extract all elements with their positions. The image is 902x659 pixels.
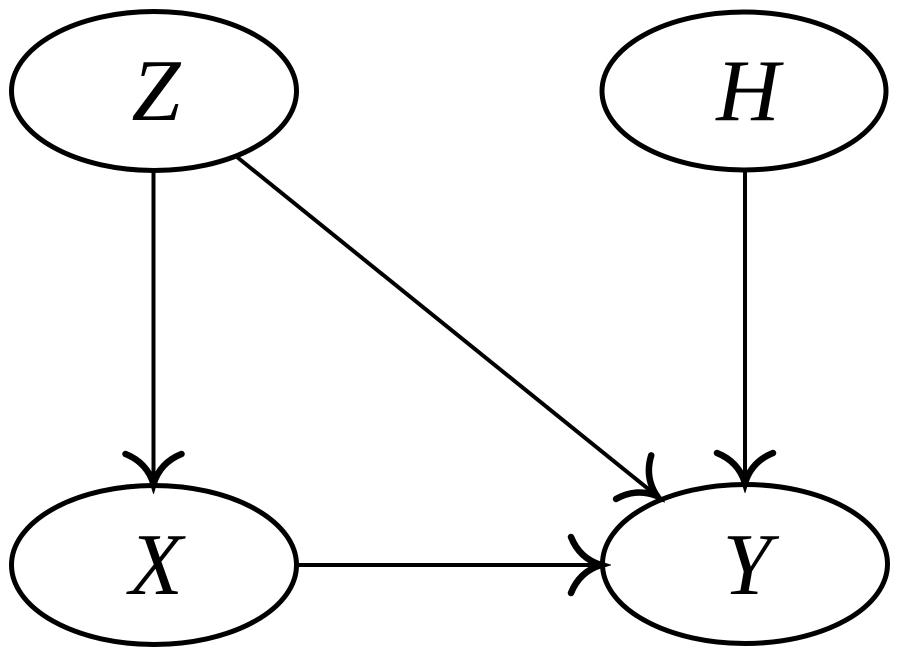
node-y-label: Y xyxy=(723,517,780,614)
edges xyxy=(154,155,746,565)
node-h-label: H xyxy=(715,43,784,140)
node-z xyxy=(9,9,299,173)
edge-z-to-y xyxy=(235,155,657,496)
node-x-label: X xyxy=(126,517,186,614)
node-z-ellipse xyxy=(9,9,299,173)
node-z-label: Z xyxy=(132,43,182,140)
